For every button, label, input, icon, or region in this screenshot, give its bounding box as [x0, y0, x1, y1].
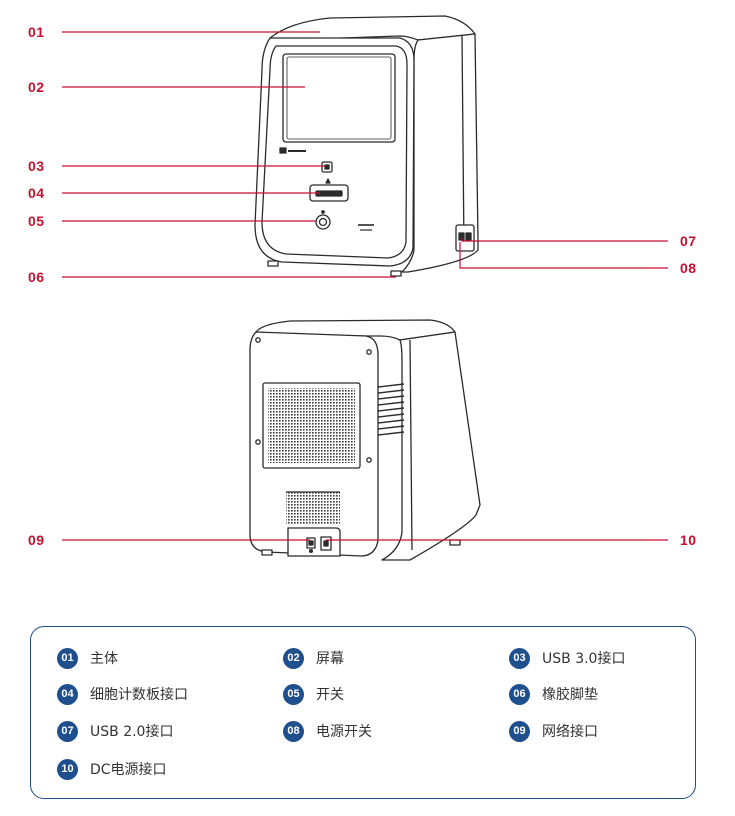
legend-label: 屏幕 [316, 651, 344, 667]
callout-04: 04 [28, 185, 45, 201]
legend-item-10: 10 DC电源接口 [57, 758, 167, 780]
callout-08: 08 [680, 260, 697, 276]
callout-07: 07 [680, 233, 697, 249]
legend-item-09: 09 网络接口 [509, 720, 598, 742]
front-view [254, 15, 479, 277]
legend-label: 主体 [90, 651, 118, 667]
legend-item-04: 04 细胞计数板接口 [57, 683, 188, 705]
legend-label: 橡胶脚垫 [542, 687, 598, 703]
legend-item-07: 07 USB 2.0接口 [57, 720, 173, 742]
legend-item-05: 05 开关 [283, 683, 344, 705]
legend-badge: 03 [509, 647, 530, 669]
legend-item-03: 03 USB 3.0接口 [509, 647, 625, 669]
callout-10: 10 [680, 532, 697, 548]
legend-label: 电源开关 [316, 724, 372, 740]
legend-badge: 08 [283, 720, 304, 742]
callout-line-07 [461, 238, 668, 242]
parts-legend: 01 主体 02 屏幕 03 USB 3.0接口 04 细胞计数板接口 05 开… [30, 626, 696, 799]
legend-badge: 07 [57, 720, 78, 742]
legend-label: DC电源接口 [90, 762, 167, 778]
callout-06: 06 [28, 269, 45, 285]
legend-badge: 09 [509, 720, 530, 742]
legend-label: USB 2.0接口 [90, 724, 174, 740]
legend-item-06: 06 橡胶脚垫 [509, 683, 598, 705]
legend-label: 网络接口 [542, 724, 598, 740]
callout-03: 03 [28, 158, 45, 174]
legend-label: USB 3.0接口 [542, 651, 626, 667]
legend-badge: 06 [509, 683, 530, 705]
legend-label: 细胞计数板接口 [90, 687, 188, 703]
rear-view [249, 319, 481, 561]
legend-badge: 04 [57, 683, 78, 705]
legend-item-08: 08 电源开关 [283, 720, 372, 742]
legend-badge: 05 [283, 683, 304, 705]
legend-badge: 01 [57, 647, 78, 669]
callout-line-08 [459, 242, 668, 269]
legend-item-01: 01 主体 [57, 647, 118, 669]
legend-item-02: 02 屏幕 [283, 647, 344, 669]
callout-02: 02 [28, 79, 45, 95]
legend-badge: 10 [57, 758, 78, 780]
legend-label: 开关 [316, 687, 344, 703]
callout-lines [62, 31, 668, 541]
legend-badge: 02 [283, 647, 304, 669]
device-illustration [62, 15, 668, 561]
callout-01: 01 [28, 24, 45, 40]
callout-05: 05 [28, 213, 45, 229]
device-diagram: 01 02 03 04 05 06 07 08 09 10 [28, 15, 697, 561]
callout-09: 09 [28, 532, 45, 548]
